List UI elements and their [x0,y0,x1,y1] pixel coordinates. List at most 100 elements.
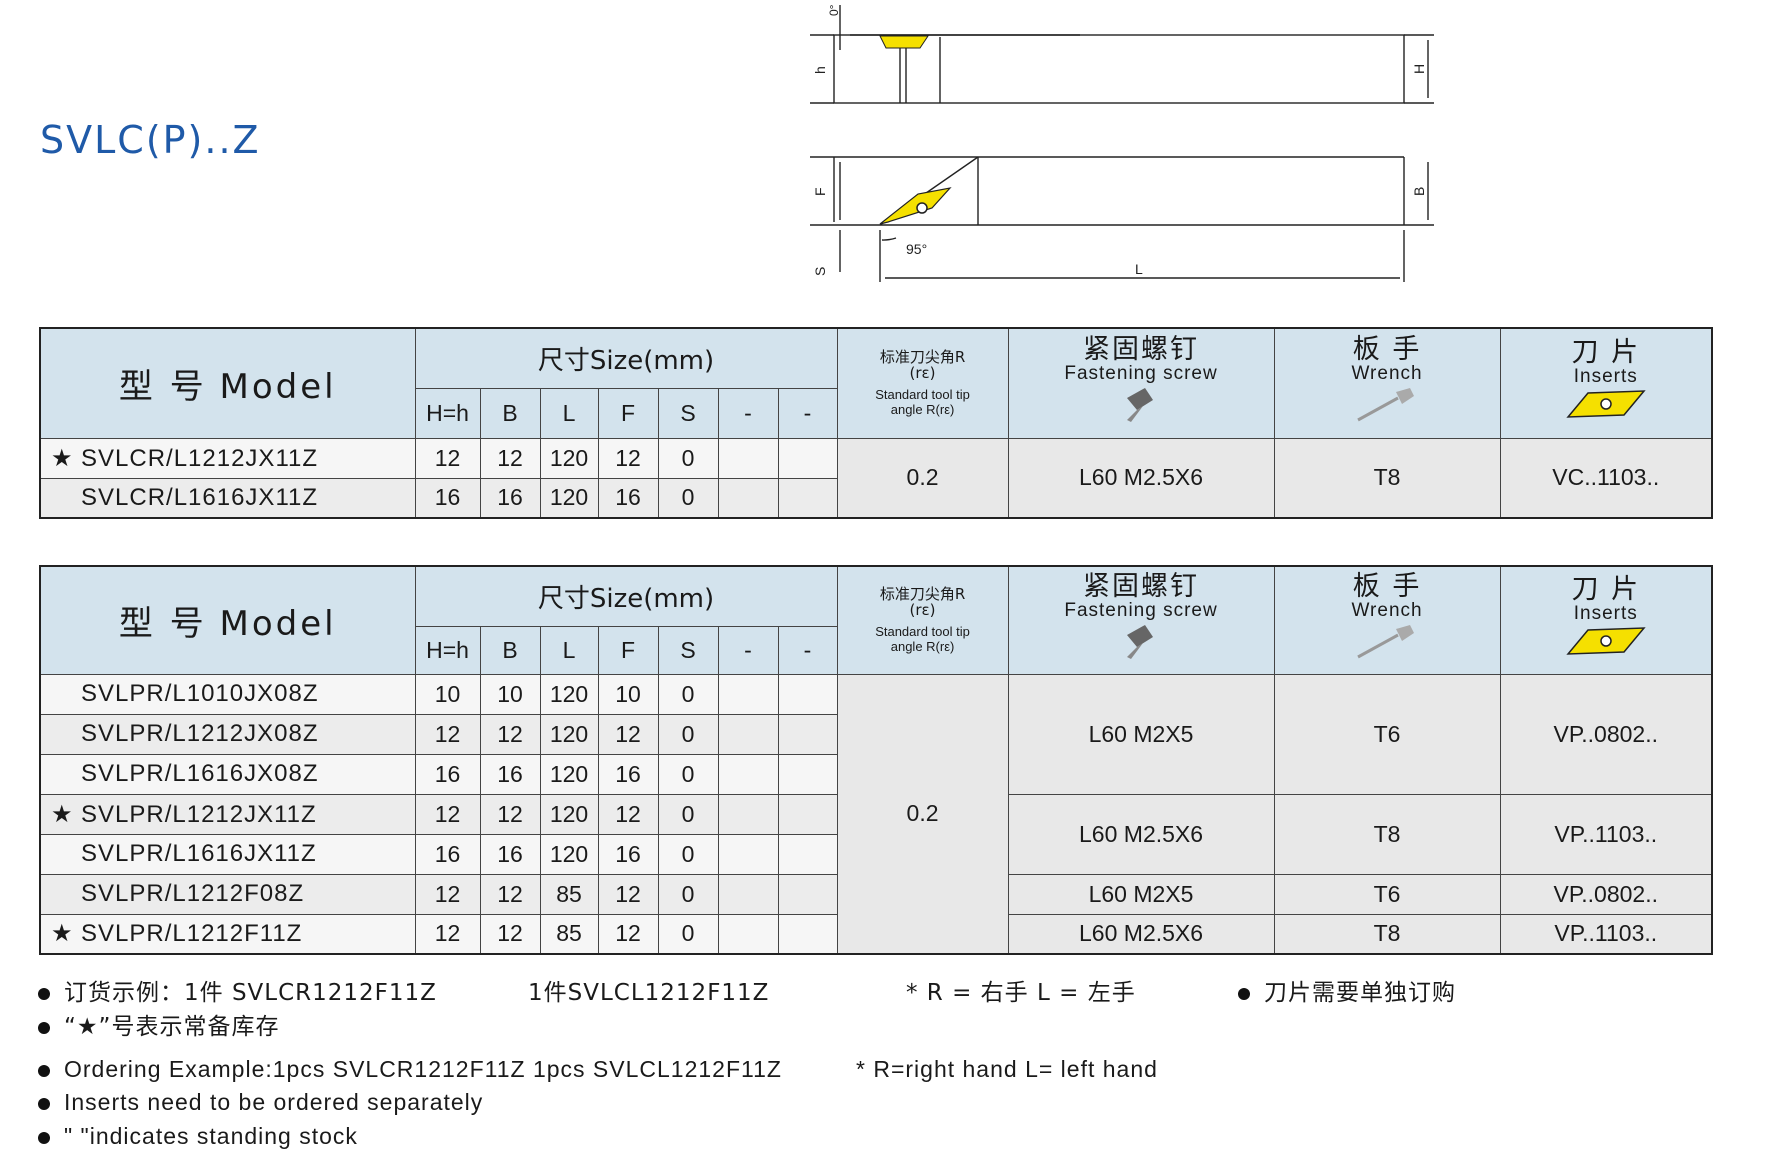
cell-blank [717,833,779,875]
note-cn-stock: “★”号表示常备库存 [38,1007,279,1041]
cell-B: 12 [479,873,541,915]
cell-L: 120 [539,437,599,479]
cell-S: 0 [657,713,719,755]
cell-Hh: 12 [414,913,481,955]
col-S: S [657,625,719,675]
size-header: 尺寸Size(mm) [414,327,838,389]
wrench-value: T6 [1273,673,1501,795]
cell-blank [777,793,838,835]
model-code: SVLPR/L1616JX11Z [81,840,317,867]
cell-blank [717,477,779,519]
cell-Hh: 16 [414,753,481,795]
model-header: 型 号 Model [39,565,416,675]
cell-F: 12 [597,437,659,479]
cell-L: 120 [539,713,599,755]
cell-blank [777,873,838,915]
col-blank-2: - [777,387,838,439]
screw-header: 紧固螺钉 Fastening screw [1007,327,1275,439]
tool-holder-drawing: h 0° H F B S L 95° [810,4,1434,282]
model-header: 型 号 Model [39,327,416,439]
cell-L: 120 [539,793,599,835]
table-row: SVLPR/L1010JX08Z 10 10 120 10 0 0.2 L60 … [39,673,1713,955]
angle-value: 0.2 [836,673,1009,955]
cell-blank [717,753,779,795]
insert-header: 刀 片 Inserts [1499,565,1713,675]
model-code: SVLCR/L1212JX11Z [81,444,319,472]
note-cn-insert: 刀片需要单独订购 [1238,973,1456,1007]
wrench-header: 板 手 Wrench [1273,565,1501,675]
cell-F: 16 [597,477,659,519]
cell-blank [777,753,838,795]
wrench-header: 板 手 Wrench [1273,327,1501,439]
angle-header: 标准刀尖角R (rε) Standard tool tip angle R(rε… [836,327,1009,439]
table-row: ★SVLPR/L1212JX11Z 12 12 120 12 0 L60 M2.… [39,793,1713,875]
screw-icon [1127,625,1154,660]
dim-H-label: H [1411,64,1427,74]
table-row: SVLCR/L1616JX11Z 16 16 120 16 0 [39,477,1712,519]
cell-S: 0 [657,793,719,835]
screw-value: L60 M2.5X6 [1007,793,1275,875]
wrench-value: T8 [1273,913,1501,955]
cell-blank [717,913,779,955]
screw-header: 紧固螺钉 Fastening screw [1007,565,1275,675]
cell-F: 12 [597,713,659,755]
cell-F: 12 [597,873,659,915]
col-L: L [539,387,599,439]
col-blank-1: - [717,625,779,675]
cell-blank [717,713,779,755]
stock-star: ★ [51,800,74,828]
note-en-stock: " "indicates standing stock [38,1123,358,1150]
dim-F-label: F [812,187,828,196]
insert-value: VC..1103.. [1499,437,1713,519]
dim-S-label: S [812,267,828,276]
cell-B: 12 [479,437,541,479]
col-blank-1: - [717,387,779,439]
cell-S: 0 [657,477,719,519]
dim-B-label: B [1411,187,1427,196]
screw-value: L60 M2X5 [1007,673,1275,795]
insert-value: VP..0802.. [1499,673,1713,795]
note-cn-order-2: 1件SVLCL1212F11Z [528,980,770,1006]
model-code: SVLPR/L1616JX08Z [81,760,319,787]
note-cn-hand: * R = 右手 L = 左手 [906,980,1136,1006]
insert-icon [1566,627,1646,656]
cell-B: 16 [479,753,541,795]
cell-S: 0 [657,673,719,715]
cell-blank [777,673,838,715]
insert-icon [1566,390,1646,419]
cell-Hh: 16 [414,833,481,875]
cell-F: 12 [597,793,659,835]
cell-Hh: 12 [414,437,481,479]
col-Hh: H=h [414,625,481,675]
cell-Hh: 12 [414,713,481,755]
stock-star: ★ [51,444,74,472]
cell-S: 0 [657,913,719,955]
model-code: SVLPR/L1212JX08Z [81,720,319,747]
col-F: F [597,387,659,439]
note-en-order: Ordering Example:1pcs SVLCR1212F11Z 1pcs… [38,1056,782,1083]
table-row: ★SVLPR/L1212F11Z 12 12 85 12 0 L60 M2.5X… [39,913,1713,955]
table-row: SVLPR/L1616JX11Z 16 16 120 16 0 [39,833,1712,875]
model-code: SVLPR/L1212F11Z [81,920,303,948]
cell-B: 16 [479,833,541,875]
bullet-icon [38,1021,50,1034]
cell-Hh: 10 [414,673,481,715]
note-cn-order: 订货示例：1件 SVLCR1212F11Z [38,973,437,1007]
insert-value: VP..1103.. [1499,793,1713,875]
cell-blank [777,833,838,875]
cell-B: 12 [479,913,541,955]
angle-value: 0.2 [836,437,1009,519]
cell-S: 0 [657,833,719,875]
wrench-icon [1357,625,1415,659]
col-blank-2: - [777,625,838,675]
cell-L: 120 [539,833,599,875]
cell-F: 10 [597,673,659,715]
bullet-icon [1238,987,1250,1000]
wrench-value: T8 [1273,437,1501,519]
model-code: SVLPR/L1212JX11Z [81,800,317,828]
dim-zero-angle-label: 0° [827,4,841,16]
angle-header: 标准刀尖角R (rε) Standard tool tip angle R(rε… [836,565,1009,675]
model-code: SVLPR/L1212F08Z [81,880,305,907]
screw-value: L60 M2.5X6 [1007,913,1275,955]
col-B: B [479,625,541,675]
